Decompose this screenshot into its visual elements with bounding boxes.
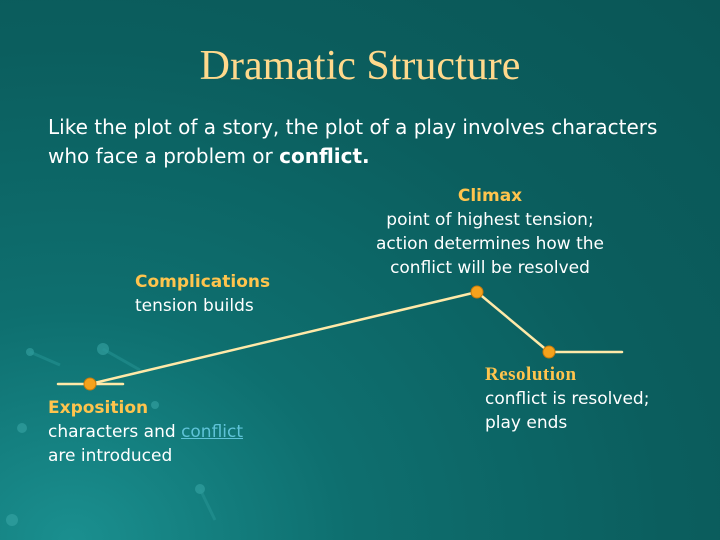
resolution-line-1: conflict is resolved; xyxy=(485,389,650,409)
rising-action-line xyxy=(88,290,479,386)
climax-line-1: point of highest tension; xyxy=(386,210,594,230)
intro-paragraph: Like the plot of a story, the plot of a … xyxy=(48,113,698,171)
resolution-marker xyxy=(542,345,556,359)
falling-action-line xyxy=(475,290,551,354)
exposition-label: Exposition characters and conflict are i… xyxy=(48,396,243,468)
complications-text: tension builds xyxy=(135,296,254,316)
exposition-line-1: characters and conflict xyxy=(48,420,243,444)
climax-label: Climax point of highest tension; action … xyxy=(340,184,640,280)
conflict-link[interactable]: conflict xyxy=(181,422,244,442)
exposition-heading: Exposition xyxy=(48,398,149,418)
climax-heading: Climax xyxy=(457,186,523,206)
complications-heading: Complications xyxy=(135,272,271,292)
intro-text: Like the plot of a story, the plot of a … xyxy=(48,115,658,168)
slide-title: Dramatic Structure xyxy=(199,43,521,89)
exposition-line-1-prefix: characters and xyxy=(48,422,182,442)
climax-line-3: conflict will be resolved xyxy=(390,258,590,278)
climax-line-2: action determines how the xyxy=(376,234,604,254)
resolution-line-2: play ends xyxy=(485,413,568,433)
resolution-label: Resolution conflict is resolved; play en… xyxy=(485,363,649,435)
resolution-heading: Resolution xyxy=(485,364,577,385)
climax-marker xyxy=(470,285,484,299)
exposition-marker xyxy=(83,377,97,391)
intro-emphasis: conflict. xyxy=(279,144,370,168)
exposition-line-2: are introduced xyxy=(48,446,173,466)
complications-label: Complications tension builds xyxy=(135,270,270,318)
